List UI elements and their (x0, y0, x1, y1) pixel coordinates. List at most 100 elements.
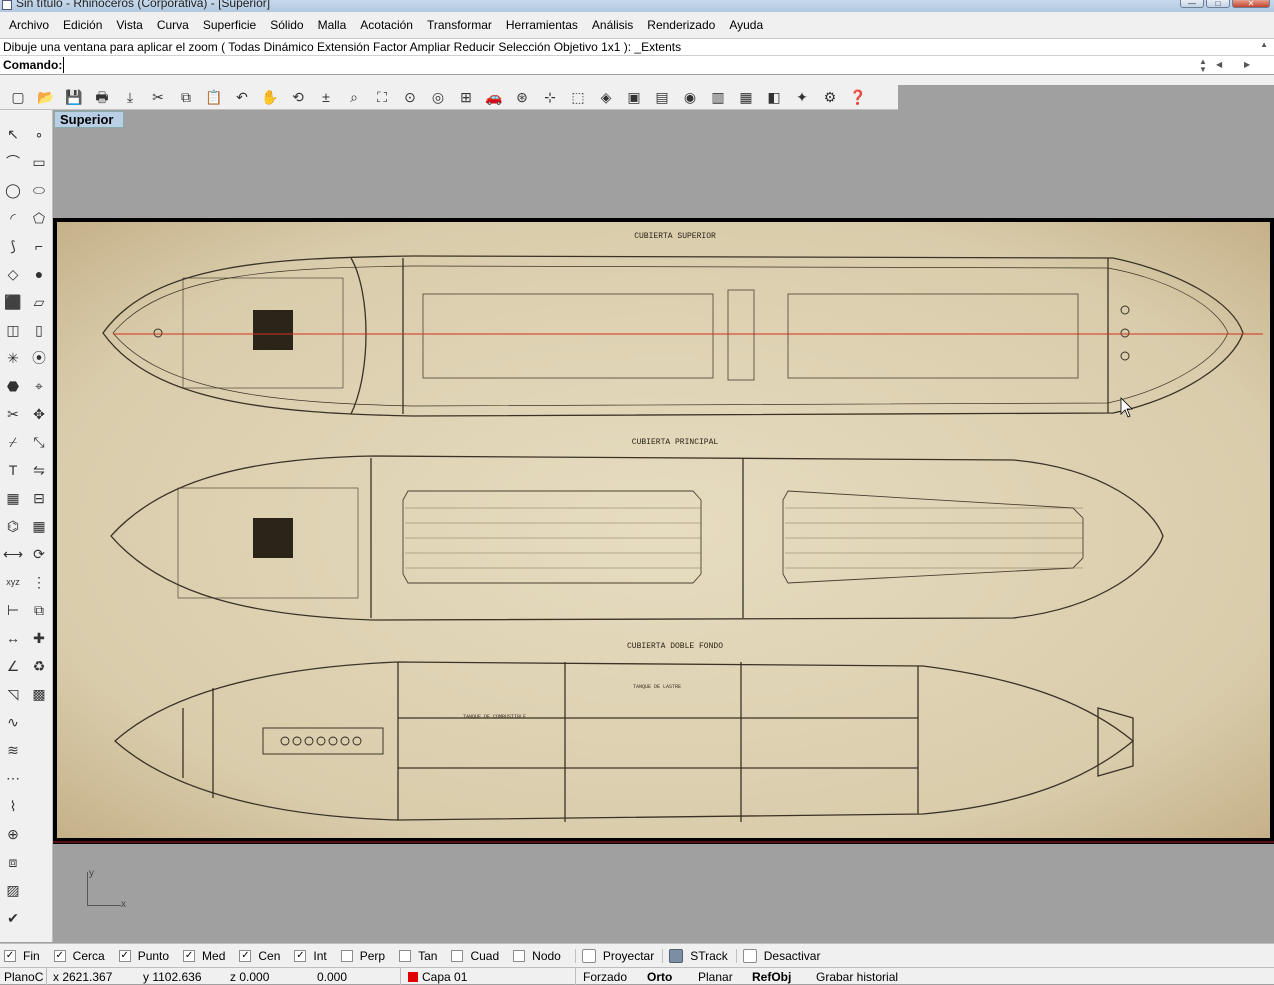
osnap-checkbox[interactable]: ✓ (118, 949, 131, 962)
menu-archivo[interactable]: Archivo (9, 18, 50, 32)
toggle-indicator[interactable] (742, 948, 757, 963)
undo-button[interactable]: ↶ (230, 86, 254, 108)
osnap-tan[interactable]: Tan (399, 949, 437, 963)
material-button[interactable]: ◧ (762, 86, 786, 108)
menu-transformar[interactable]: Transformar (426, 18, 492, 32)
color-wheel-button[interactable]: ◉ (678, 86, 702, 108)
paste-button[interactable]: 📋 (202, 86, 226, 108)
print-button[interactable]: 🖶 (90, 86, 114, 108)
join-tool-button[interactable]: ⌖ (27, 372, 51, 400)
render-button[interactable]: ▥ (706, 86, 730, 108)
osnap-checkbox[interactable] (399, 949, 412, 962)
close-button[interactable]: ✕ (1232, 0, 1270, 8)
minimize-button[interactable]: — (1180, 0, 1204, 8)
menu-curva[interactable]: Curva (156, 18, 189, 32)
curvature-tool-button[interactable]: ⌇ (1, 792, 25, 820)
offset-tool-button[interactable]: ⊟ (27, 484, 51, 512)
zoom-extents-button[interactable]: ⛶ (370, 86, 394, 108)
menu-vista[interactable]: Vista (116, 18, 143, 32)
distance-tool-button[interactable]: ↔ (1, 624, 25, 652)
menu-ayuda[interactable]: Ayuda (729, 18, 764, 32)
mesh-tool-button[interactable]: ⌬ (1, 512, 25, 540)
annotation-tool-button[interactable]: ◹ (1, 680, 25, 708)
zoom-dynamic-button[interactable]: ± (314, 86, 338, 108)
help-button[interactable]: ❓ (846, 86, 870, 108)
osnap-checkbox[interactable]: ✓ (53, 949, 66, 962)
import-button[interactable]: ⤓ (118, 86, 142, 108)
menu-edicion[interactable]: Edición (63, 18, 103, 32)
car-object-button[interactable]: 🚗 (482, 86, 506, 108)
maximize-button[interactable]: □ (1206, 0, 1230, 8)
fillet-tool-button[interactable]: ⌐ (27, 232, 51, 260)
sphere-tool-button[interactable]: ● (27, 260, 51, 288)
status-cplane[interactable]: PlanoC (4, 970, 44, 984)
render-mesh-button[interactable]: ⊛ (510, 86, 534, 108)
layers-button[interactable]: ▤ (650, 86, 674, 108)
viewport-superior[interactable]: CUBIERTA SUPERIOR CUB (53, 110, 1274, 942)
viewport-title-tab[interactable]: Superior (54, 111, 124, 128)
gumball-tool-button[interactable]: ✚ (27, 624, 51, 652)
toggle-indicator[interactable] (669, 948, 684, 963)
point-tool-button[interactable]: ∘ (27, 120, 51, 148)
status-layer[interactable]: Capa 01 (408, 970, 467, 984)
explode-tool-button[interactable]: ✳ (1, 344, 25, 372)
zoom-window-button[interactable]: ⌕ (342, 86, 366, 108)
spin-down-icon[interactable]: ▼ (1199, 65, 1207, 74)
camera-button[interactable]: ▣ (622, 86, 646, 108)
grid-snap-button[interactable]: ⊹ (538, 86, 562, 108)
status-snap-toggle[interactable]: Forzado (583, 970, 628, 984)
split-tool-button[interactable]: ⌿ (1, 428, 25, 456)
osnap-cuad[interactable]: Cuad (451, 949, 499, 963)
curve-from-object-tool-button[interactable]: ⟆ (1, 232, 25, 260)
osnap-nodo[interactable]: Nodo (513, 949, 561, 963)
zoom-selected-button[interactable]: ⊙ (398, 86, 422, 108)
osnap-fin[interactable]: ✓Fin (4, 949, 40, 963)
menu-malla[interactable]: Malla (317, 18, 347, 32)
zoom-target-button[interactable]: ◎ (426, 86, 450, 108)
four-viewports-button[interactable]: ⊞ (454, 86, 478, 108)
menu-renderizado[interactable]: Renderizado (647, 18, 716, 32)
osnap-proyectar-toggle[interactable]: Proyectar (574, 948, 654, 963)
status-planar-toggle[interactable]: Planar (698, 970, 733, 984)
osnap-checkbox[interactable]: ✓ (294, 949, 307, 962)
planar-surface-tool-button[interactable]: ▱ (27, 288, 51, 316)
box-solid-tool-button[interactable]: ⬛ (1, 288, 25, 316)
select-objects-button[interactable]: ⬚ (566, 86, 590, 108)
osnap-desactivar-toggle[interactable]: Desactivar (735, 948, 820, 963)
rectangle-tool-button[interactable]: ▭ (27, 148, 51, 176)
angle-tool-button[interactable]: ∠ (1, 652, 25, 680)
menu-superficie[interactable]: Superficie (202, 18, 257, 32)
polyline-tool-button[interactable]: ⌒ (1, 148, 25, 176)
osnap-perp[interactable]: Perp (340, 949, 385, 963)
save-button[interactable]: 💾 (62, 86, 86, 108)
properties-tool-button[interactable]: ▩ (27, 680, 51, 708)
osnap-checkbox[interactable] (513, 949, 526, 962)
status-record-history-toggle[interactable]: Grabar historial (816, 970, 899, 984)
command-history[interactable]: Dibuje una ventana para aplicar el zoom … (0, 38, 1274, 55)
scroll-right-icon[interactable]: ▶ (1244, 60, 1251, 69)
check-tool-button[interactable]: ✔ (1, 904, 25, 932)
spin-up-icon[interactable]: ▲ (1199, 57, 1207, 66)
text-tool-button[interactable]: T (1, 456, 25, 484)
open-folder-button[interactable]: 📂 (34, 86, 58, 108)
points-tool-button[interactable]: ⋯ (1, 764, 25, 792)
mirror-tool-button[interactable]: ⇋ (27, 456, 51, 484)
blend-tool-button[interactable]: ⦿ (27, 344, 51, 372)
move-tool-button[interactable]: ✥ (27, 400, 51, 428)
pan-hand-button[interactable]: ✋ (258, 86, 282, 108)
osnap-punto[interactable]: ✓Punto (118, 949, 169, 963)
surface-tool-button[interactable]: ◇ (1, 260, 25, 288)
ellipse-tool-button[interactable]: ⬭ (27, 176, 51, 204)
menu-herramientas[interactable]: Herramientas (505, 18, 578, 32)
render-preview-button[interactable]: ▦ (734, 86, 758, 108)
osnap-strack-toggle[interactable]: STrack (662, 948, 728, 963)
osnap-med[interactable]: ✓Med (183, 949, 225, 963)
osnap-checkbox[interactable]: ✓ (183, 949, 196, 962)
scale-tool-button[interactable]: ⤡ (27, 428, 51, 456)
menu-analisis[interactable]: Análisis (591, 18, 634, 32)
select-arrow-tool-button[interactable]: ↖ (1, 120, 25, 148)
status-osnap-toggle[interactable]: RefObj (752, 970, 792, 984)
color-analysis-tool-button[interactable]: ▨ (1, 876, 25, 904)
toggle-indicator[interactable] (581, 948, 596, 963)
osnap-checkbox[interactable]: ✓ (4, 949, 16, 962)
